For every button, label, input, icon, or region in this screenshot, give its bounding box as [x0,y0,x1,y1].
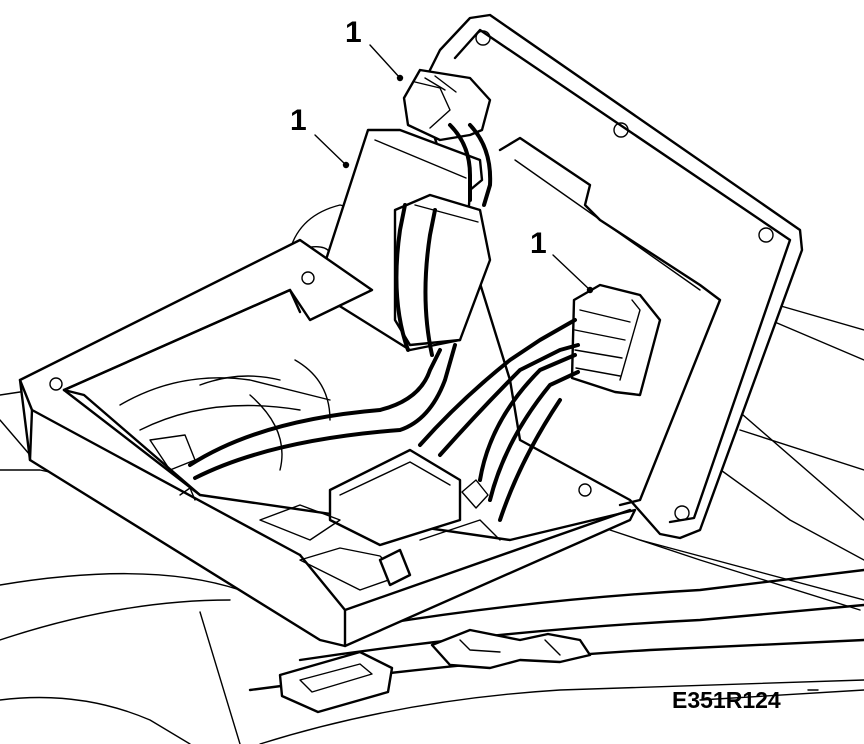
control-module [418,13,804,540]
callout-label-right-connector: 1 [530,227,547,260]
belt-buckles [278,628,592,714]
top-connector [402,68,493,207]
right-connector [570,283,662,397]
callout-label-top-connector: 1 [345,16,362,49]
callout-leaders [314,44,594,294]
wiring-harness [188,203,580,522]
callout-label-cover: 1 [290,104,307,137]
figure-reference: E351R124 [672,687,781,713]
well-contents [119,359,501,591]
